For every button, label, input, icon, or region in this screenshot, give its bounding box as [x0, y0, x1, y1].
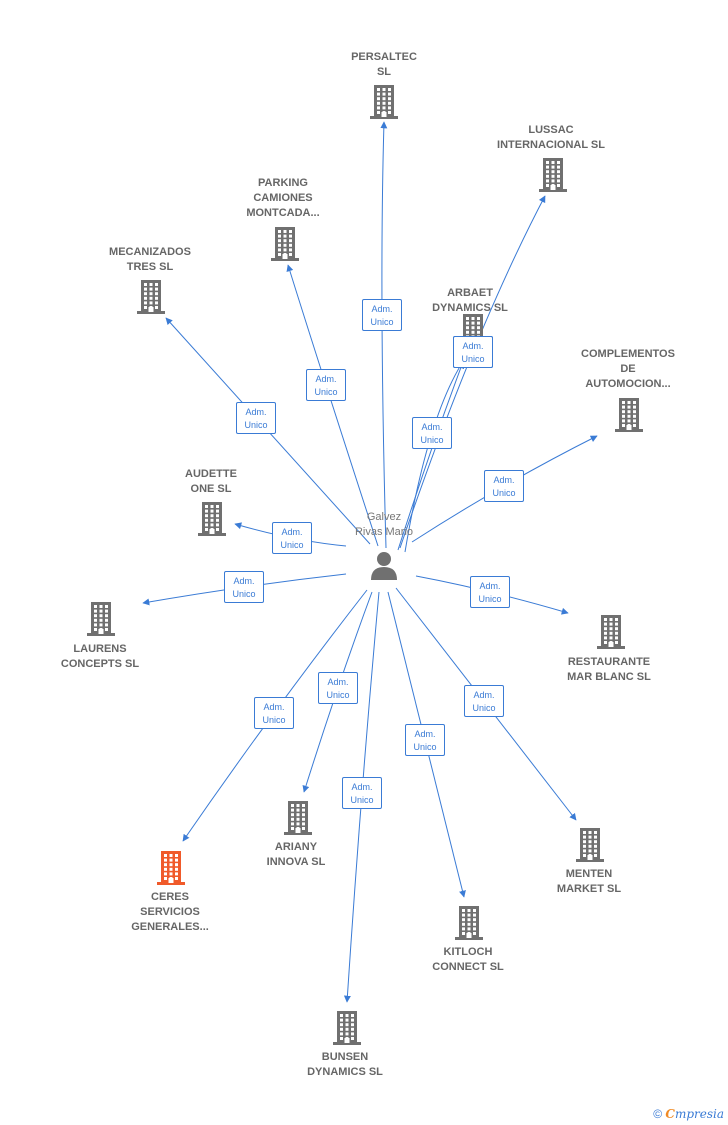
edge-label-ceres[interactable]: Adm. Unico: [254, 697, 294, 729]
company-label-bunsen[interactable]: BUNSEN DYNAMICS SL: [307, 1051, 383, 1078]
edge-label-ariany[interactable]: Adm. Unico: [318, 672, 358, 704]
building-icon[interactable]: [453, 906, 485, 945]
edge-label-menten[interactable]: Adm. Unico: [464, 685, 504, 717]
company-label-arbaet[interactable]: ARBAET DYNAMICS SL: [432, 287, 508, 314]
edge-label-arbaet[interactable]: Adm. Unico: [412, 417, 452, 449]
footer-brand: © Cmpresia: [653, 1107, 724, 1121]
edge-label-kitloch[interactable]: Adm. Unico: [405, 724, 445, 756]
building-icon[interactable]: [331, 1011, 363, 1050]
building-icon[interactable]: [595, 615, 627, 654]
edge-label-parking[interactable]: Adm. Unico: [306, 369, 346, 401]
person-icon[interactable]: [369, 550, 399, 585]
company-label-audette[interactable]: AUDETTE ONE SL: [185, 468, 237, 495]
building-icon[interactable]: [613, 398, 645, 437]
building-icon[interactable]: [282, 801, 314, 840]
company-label-kitloch[interactable]: KITLOCH CONNECT SL: [432, 946, 504, 973]
edge-persaltec: [380, 121, 388, 549]
edge-label-complementos[interactable]: Adm. Unico: [484, 470, 524, 502]
edge-label-extra[interactable]: Adm. Unico: [453, 336, 493, 368]
empresia-logo: Cmpresia: [665, 1107, 724, 1121]
company-label-parking[interactable]: PARKING CAMIONES MONTCADA...: [246, 177, 320, 219]
company-label-ceres[interactable]: CERES SERVICIOS GENERALES...: [131, 891, 209, 933]
building-icon[interactable]: [574, 828, 606, 867]
company-label-mecanizados[interactable]: MECANIZADOS TRES SL: [109, 246, 191, 273]
company-label-persaltec[interactable]: PERSALTEC SL: [351, 51, 417, 78]
company-label-menten[interactable]: MENTEN MARKET SL: [556, 868, 622, 895]
edge-label-persaltec[interactable]: Adm. Unico: [362, 299, 402, 331]
company-label-complementos[interactable]: COMPLEMENTOS DE AUTOMOCION...: [581, 348, 675, 390]
company-label-ariany[interactable]: ARIANY INNOVA SL: [266, 841, 326, 868]
edge-label-bunsen[interactable]: Adm. Unico: [342, 777, 382, 809]
edge-label-restaurante[interactable]: Adm. Unico: [470, 576, 510, 608]
edge-label-mecanizados[interactable]: Adm. Unico: [236, 402, 276, 434]
company-label-laurens[interactable]: LAURENS CONCEPTS SL: [60, 643, 140, 670]
building-icon[interactable]: [155, 851, 187, 890]
copyright-symbol: ©: [653, 1107, 663, 1121]
company-label-lussac[interactable]: LUSSAC INTERNACIONAL SL: [497, 124, 605, 151]
building-icon[interactable]: [196, 502, 228, 541]
edge-label-audette[interactable]: Adm. Unico: [272, 522, 312, 554]
building-icon[interactable]: [85, 602, 117, 641]
building-icon[interactable]: [368, 85, 400, 124]
person-name-label[interactable]: Galvez Rivas Mario: [354, 511, 414, 538]
edge-label-laurens[interactable]: Adm. Unico: [224, 571, 264, 603]
building-icon[interactable]: [537, 158, 569, 197]
building-icon[interactable]: [135, 280, 167, 319]
building-icon[interactable]: [269, 227, 301, 266]
edge-extra: [397, 361, 465, 551]
company-label-restaurante[interactable]: RESTAURANTE MAR BLANC SL: [567, 656, 651, 683]
